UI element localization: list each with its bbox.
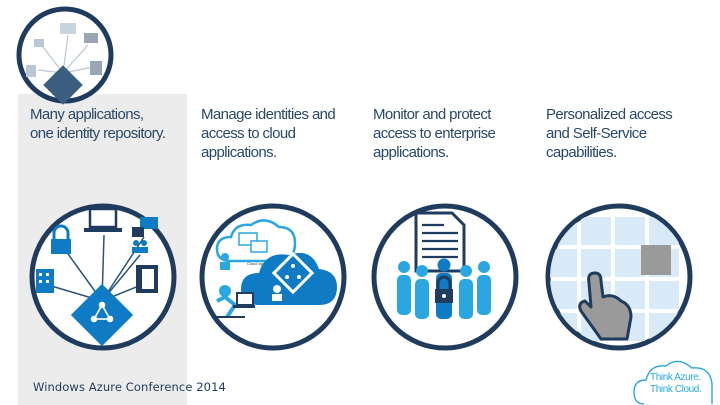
cloud-apps-icon: Cloud apps	[215, 219, 297, 266]
padlock-icon	[51, 224, 71, 254]
column-1-title: Many applications, one identity reposito…	[30, 106, 166, 142]
column-2-title: Manage identities and access to cloud ap…	[201, 106, 336, 161]
chat-icon	[132, 217, 158, 237]
azure-ad-diamond-cloud-icon	[271, 251, 315, 295]
people-icon	[132, 240, 148, 253]
users-group-icon	[397, 261, 491, 319]
conference-footer: Windows Azure Conference 2014	[33, 380, 226, 394]
selected-tile	[641, 245, 671, 275]
tagline-line2: Think Cloud.	[650, 384, 702, 395]
padlock-small-icon	[34, 39, 44, 47]
user-icon	[220, 253, 230, 270]
laptop-icon	[84, 207, 122, 232]
self-service-illustration	[545, 203, 693, 351]
document-icon	[414, 211, 466, 273]
many-applications-illustration	[29, 203, 177, 351]
svg-text:Cloud apps: Cloud apps	[247, 261, 267, 266]
cloud-identities-illustration: Cloud apps	[199, 203, 347, 351]
think-azure-tag: Think Azure. Think Cloud.	[630, 358, 716, 405]
padlock-icon	[435, 275, 453, 303]
user-icon	[272, 285, 282, 301]
azure-ad-diamond-icon	[70, 283, 134, 347]
office-icon	[136, 265, 158, 293]
tagline-line1: Think Azure.	[650, 372, 701, 383]
person-laptop-icon	[213, 285, 255, 319]
monitor-protect-illustration	[371, 203, 519, 351]
column-3-title: Monitor and protect access to enterprise…	[373, 106, 496, 161]
identity-hub-circle-icon	[16, 6, 114, 105]
pointing-hand-icon	[578, 271, 633, 341]
cloud-outline-icon	[633, 360, 713, 405]
column-4-title: Personalized access and Self-Service cap…	[546, 106, 673, 161]
building-icon	[36, 269, 54, 293]
